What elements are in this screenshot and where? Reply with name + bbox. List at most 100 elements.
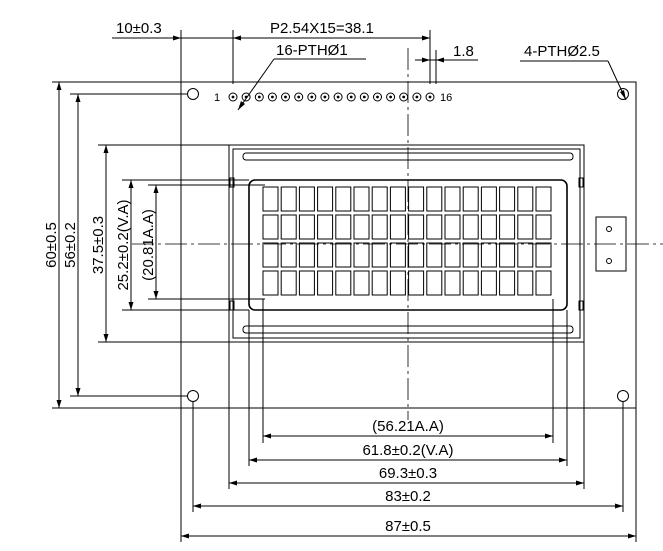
pin-hole-center <box>389 95 392 99</box>
char-cell <box>280 270 297 296</box>
pin-hole-center <box>323 95 327 99</box>
char-cell <box>317 186 334 212</box>
left-dimensions: 60±0.5 56±0.2 37.5±0.3 25.2±0.2(V.A) (20… <box>43 81 265 409</box>
dim-aa-width: (56.21A.A) <box>372 418 444 435</box>
char-cell <box>517 242 534 268</box>
char-cell <box>499 186 516 212</box>
pin-hole <box>359 92 369 102</box>
pin-hole-center <box>284 95 287 99</box>
char-cell <box>462 186 479 212</box>
pin-hole-center <box>297 95 301 99</box>
pin-hole <box>241 92 251 102</box>
pin-hole-center <box>271 95 274 99</box>
char-cell <box>517 186 534 212</box>
char-cell <box>426 186 443 212</box>
dim-aa-height: (20.81A.A) <box>140 209 157 281</box>
pin-hole <box>412 92 422 102</box>
dim-va-width: 61.8±0.2(V.A) <box>362 442 453 459</box>
character-matrix <box>262 186 552 296</box>
char-cell <box>444 214 461 240</box>
dim-pin-pitch: P2.54X15=38.1 <box>270 20 374 37</box>
pin-hole-center <box>428 95 432 99</box>
char-cell <box>280 186 297 212</box>
dim-mount-holes: 4-PTHØ2.5 <box>524 43 600 60</box>
char-cell <box>499 270 516 296</box>
char-cell <box>335 242 352 268</box>
pin-hole <box>281 92 290 102</box>
char-cell <box>480 186 497 212</box>
char-cell <box>371 270 388 296</box>
char-cell <box>444 270 461 296</box>
bezel-tab-tr <box>578 177 584 188</box>
pin-hole-center <box>336 95 340 99</box>
char-cell <box>389 242 406 268</box>
mount-hole-bl <box>187 390 199 402</box>
char-cell <box>298 242 315 268</box>
pin-hole <box>386 92 396 102</box>
dim-pin-offset: 1.8 <box>453 43 474 60</box>
connector-hole-bottom <box>606 258 612 264</box>
pin-last-label: 16 <box>440 92 452 104</box>
pin-hole-center <box>402 95 406 99</box>
char-cell <box>499 214 516 240</box>
char-cell <box>517 270 534 296</box>
char-cell <box>426 270 443 296</box>
pin-hole-center <box>231 95 235 99</box>
char-cell <box>353 186 370 212</box>
pin-hole <box>294 92 304 102</box>
bezel-inner <box>232 148 581 339</box>
pin-hole <box>373 92 382 102</box>
pin-first-label: 1 <box>214 92 220 104</box>
bezel-tab-br <box>578 300 584 311</box>
char-cell <box>408 214 425 240</box>
char-cell <box>462 270 479 296</box>
dim-pin-holes: 16-PTHØ1 <box>276 42 348 59</box>
dim-hole-span-v: 56±0.2 <box>62 222 79 268</box>
char-cell <box>517 214 534 240</box>
char-cell <box>298 270 315 296</box>
dim-hole-span-h: 83±0.2 <box>385 488 431 505</box>
char-cell <box>262 242 279 268</box>
char-cell <box>462 242 479 268</box>
char-cell <box>371 186 388 212</box>
char-cell <box>262 270 279 296</box>
pin-hole-center <box>257 95 261 99</box>
char-cell <box>317 270 334 296</box>
pin-hole <box>307 92 317 102</box>
char-cell <box>371 242 388 268</box>
pin-hole <box>333 92 343 102</box>
mount-hole-tr <box>617 88 629 100</box>
char-cell <box>444 242 461 268</box>
pin-hole-center <box>349 95 353 99</box>
pcb-outline <box>180 81 637 409</box>
char-cell <box>335 186 352 212</box>
char-cell <box>371 214 388 240</box>
bezel-tab-tl <box>229 177 235 188</box>
char-cell <box>317 214 334 240</box>
char-cell <box>426 214 443 240</box>
char-cell <box>535 186 552 212</box>
dim-outline-height: 60±0.5 <box>43 222 60 268</box>
char-cell <box>444 186 461 212</box>
char-cell <box>480 270 497 296</box>
pin-header <box>228 92 435 102</box>
dim-bezel-height: 37.5±0.3 <box>90 216 107 274</box>
char-cell <box>389 270 406 296</box>
pin-hole-center <box>310 95 314 99</box>
char-cell <box>480 242 497 268</box>
pin-hole <box>228 92 238 102</box>
pin-hole-center <box>415 95 419 99</box>
pin-hole <box>425 92 435 102</box>
pin-hole <box>346 92 356 102</box>
char-cell <box>499 242 516 268</box>
pin-hole <box>267 92 277 102</box>
dim-outline-width: 87±0.5 <box>385 518 431 535</box>
pin-hole-center <box>362 95 366 99</box>
char-cell <box>408 186 425 212</box>
char-cell <box>462 214 479 240</box>
char-cell <box>298 214 315 240</box>
top-dimensions: 10±0.3 P2.54X15=38.1 16-PTHØ1 1.8 4-PTHØ… <box>112 20 627 111</box>
char-cell <box>280 214 297 240</box>
char-cell <box>262 214 279 240</box>
char-cell <box>535 214 552 240</box>
